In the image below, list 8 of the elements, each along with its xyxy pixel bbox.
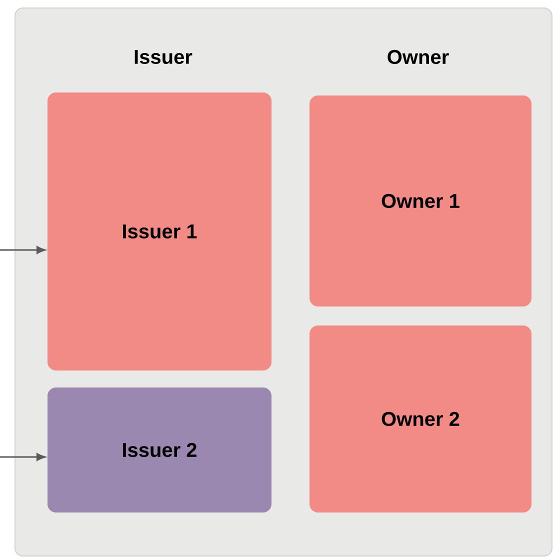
process-box: Issuer 2: [48, 388, 272, 512]
column-heading: Issuer: [134, 50, 192, 64]
arrow: [0, 453, 46, 461]
process-box: Owner 2: [310, 326, 532, 512]
column-heading: Owner: [388, 50, 449, 64]
arrow: [0, 246, 46, 254]
process-box: Owner 1: [310, 96, 532, 306]
process-box: Issuer 1: [48, 92, 272, 370]
